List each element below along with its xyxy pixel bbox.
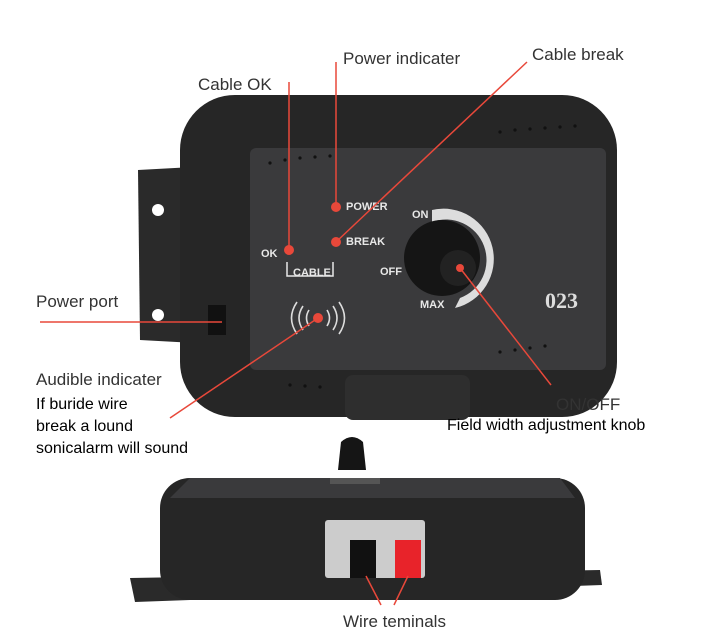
audible-desc-2: break a lound [36,418,133,435]
knob-scale-arc [432,208,494,308]
label-off: OFF [380,266,402,278]
label-break: BREAK [346,236,385,248]
label-on: ON [412,209,429,221]
callout-power-indicator: Power indicater [343,49,461,68]
power-port [208,305,226,335]
callout-wire-terminals: Wire teminals [343,612,446,631]
audible-desc-3: sonicalarm will sound [36,440,189,457]
label-cable: CABLE [293,267,331,279]
callout-lines [40,61,552,606]
callout-on-off: ON/OFF [556,395,621,414]
callout-audible-indicator: Audible indicater [36,370,162,389]
callout-cable-ok: Cable OK [198,75,272,94]
audible-desc-1: If buride wire [36,396,128,413]
model-number: 023 [545,288,578,313]
callout-power-port: Power port [36,292,119,311]
label-max: MAX [420,299,445,311]
label-ok: OK [261,248,278,260]
callout-cable-break: Cable break [532,45,624,64]
label-power: POWER [346,201,388,213]
callout-knob-desc: Field width adjustment knob [447,417,646,434]
knob-bottom [338,437,366,470]
